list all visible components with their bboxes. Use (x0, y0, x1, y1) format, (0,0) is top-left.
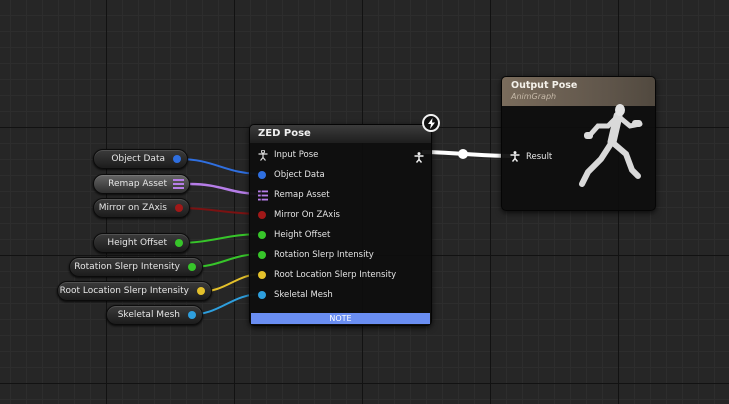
pin-label: Input Pose (274, 150, 319, 160)
var-node-mirror-on-zaxis[interactable]: Mirror on ZAxis (93, 198, 190, 218)
pin-socket[interactable] (258, 271, 266, 279)
wire-knot[interactable] (458, 149, 468, 159)
zed-pose-title: ZED Pose (250, 125, 431, 143)
pose-output-pin-icon[interactable] (414, 148, 424, 167)
pin-label: Rotation Slerp Intensity (274, 250, 374, 260)
pin-rotation-slerp[interactable]: Rotation Slerp Intensity (258, 248, 374, 262)
var-label: Rotation Slerp Intensity (74, 262, 180, 272)
pin-socket[interactable] (258, 251, 266, 259)
var-node-root-location-slerp[interactable]: Root Location Slerp Intensity (57, 281, 212, 301)
pin-label: Height Offset (274, 230, 331, 240)
var-node-object-data[interactable]: Object Data (93, 149, 188, 169)
var-label: Remap Asset (108, 179, 167, 189)
output-pose-subtitle: AnimGraph (511, 92, 557, 101)
pin-socket[interactable] (258, 231, 266, 239)
grid-icon[interactable] (173, 179, 184, 190)
var-node-remap-asset[interactable]: Remap Asset (93, 174, 190, 194)
note-bar[interactable]: NOTE (251, 313, 430, 324)
pin-object-data[interactable]: Object Data (258, 168, 325, 182)
pin-remap-asset[interactable]: Remap Asset (258, 188, 330, 202)
output-pin[interactable] (173, 155, 181, 163)
pin-socket[interactable] (258, 291, 266, 299)
pin-label: Root Location Slerp Intensity (274, 270, 397, 280)
var-label: Root Location Slerp Intensity (59, 286, 189, 296)
output-pin[interactable] (188, 311, 196, 319)
output-pin[interactable] (175, 204, 183, 212)
pin-label: Object Data (274, 170, 325, 180)
output-pose-title: Output Pose (511, 80, 578, 91)
pin-input-pose[interactable]: Input Pose (258, 148, 318, 162)
wire-pose (421, 150, 513, 158)
pin-height-offset[interactable]: Height Offset (258, 228, 330, 242)
var-label: Mirror on ZAxis (98, 203, 167, 213)
pin-label: Result (526, 151, 553, 162)
output-pin[interactable] (197, 287, 205, 295)
pin-socket[interactable] (258, 211, 266, 219)
var-node-rotation-slerp[interactable]: Rotation Slerp Intensity (69, 257, 203, 277)
lightning-icon (422, 114, 440, 132)
grid-icon[interactable] (258, 190, 268, 201)
pin-root-location-slerp[interactable]: Root Location Slerp Intensity (258, 268, 396, 282)
output-pose-node[interactable]: Output Pose AnimGraph Result (501, 76, 656, 211)
running-mannequin-icon (579, 104, 643, 187)
var-node-skeletal-mesh[interactable]: Skeletal Mesh (106, 305, 203, 325)
var-node-height-offset[interactable]: Height Offset (93, 233, 190, 253)
pin-label: Remap Asset (274, 190, 330, 200)
pose-pin-icon[interactable] (258, 149, 268, 161)
zed-pose-node[interactable]: ZED Pose Input Pose Object Data Remap As… (249, 124, 432, 326)
pin-result[interactable]: Result (510, 151, 552, 162)
output-pose-header: Output Pose AnimGraph (502, 77, 655, 106)
pose-pin-icon[interactable] (510, 151, 520, 162)
var-label: Skeletal Mesh (117, 310, 180, 320)
pin-socket[interactable] (258, 171, 266, 179)
output-pin[interactable] (188, 263, 196, 271)
pin-label: Skeletal Mesh (274, 290, 333, 300)
var-label: Height Offset (107, 238, 167, 248)
pin-skeletal-mesh[interactable]: Skeletal Mesh (258, 288, 333, 302)
output-pin[interactable] (175, 239, 183, 247)
pin-mirror-on-zaxis[interactable]: Mirror On ZAxis (258, 208, 340, 222)
pin-label: Mirror On ZAxis (274, 210, 340, 220)
var-label: Object Data (111, 154, 165, 164)
